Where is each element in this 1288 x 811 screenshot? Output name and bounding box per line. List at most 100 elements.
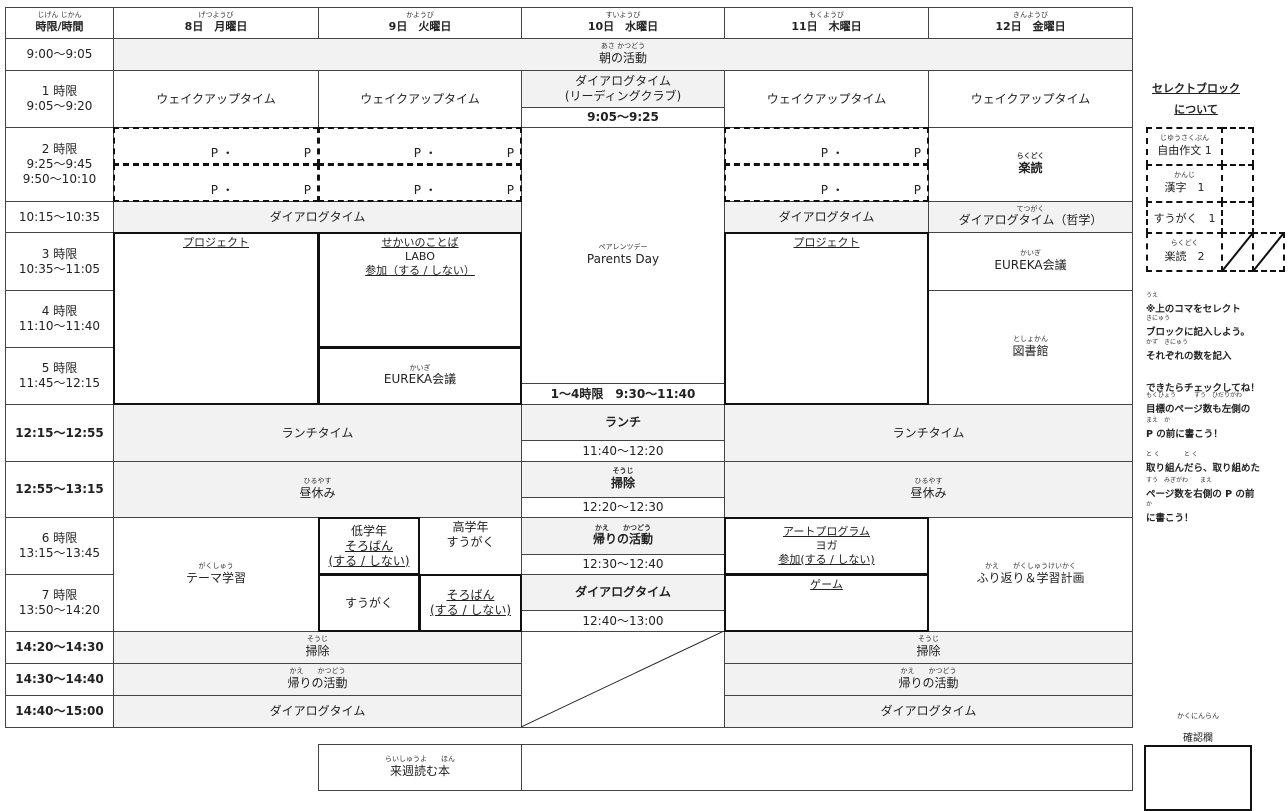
cell-text: 12日 金曜日 [995, 19, 1066, 33]
ruby-text: てつがく [1016, 204, 1045, 213]
ruby-text: じゆうさくぶん [1160, 133, 1209, 142]
cell-wed6: かえ かつどう帰りの活動 [521, 517, 725, 555]
cell-text: 13:50〜14:20 [18, 603, 101, 617]
select-check-box[interactable] [1221, 232, 1254, 272]
option-link[interactable]: プロジェクト [183, 236, 249, 249]
ruby-text: もくひょう すう ひだりがわ [1146, 392, 1243, 399]
cell-mon-proj: プロジェクト [113, 232, 319, 405]
select-item-label: 自由作文 1 [1157, 144, 1212, 158]
select-check-box[interactable] [1221, 127, 1254, 166]
cell-home-l: かえ かつどう帰りの活動 [113, 663, 522, 696]
cell-text: 9:50〜10:10 [22, 172, 97, 186]
cell-text: 図書館 [1012, 343, 1049, 358]
ruby-text: そうじ [918, 635, 939, 644]
ruby-text: きにゅう [1146, 315, 1171, 322]
cell-text: 2 時限 [41, 142, 78, 156]
confirm-label: かくにんらん 確認欄 [1144, 712, 1252, 743]
select-title-line1: セレクトブロック [1152, 82, 1240, 95]
option-link[interactable]: (する / しない) [429, 603, 512, 617]
cell-text: P ・ [210, 146, 234, 160]
cell-mon2a[interactable]: P ・P [113, 127, 319, 165]
cell-mon1: ウェイクアップタイム [113, 70, 319, 128]
cell-tue2b[interactable]: P ・P [318, 164, 522, 202]
option-link[interactable]: プロジェクト [793, 236, 860, 249]
cell-text: 4 時限 [41, 304, 78, 318]
note-line: きにゅうブロックに記入しよう。 [1146, 315, 1250, 338]
cell-text: EUREKA会議 [994, 257, 1067, 272]
cell-text: 5 時限 [41, 361, 78, 375]
note-line: すう みぎがわ まえページ数を右側の P の前 [1146, 477, 1254, 500]
cell-tue2a[interactable]: P ・P [318, 127, 522, 165]
cell-text: 3 時限 [41, 246, 78, 261]
cell-text: ランチ [604, 415, 641, 429]
confirm-box[interactable] [1144, 745, 1252, 811]
option-link[interactable]: そろばん [446, 588, 495, 602]
option-link[interactable]: (する / しない) [328, 553, 410, 568]
cell-text: P ・ [820, 183, 844, 197]
cell-wed1: ダイアログタイム(リーディングクラブ) [521, 70, 725, 108]
cell-thu2b[interactable]: P ・P [724, 164, 929, 202]
cell-text: ダイアログタイム [880, 704, 977, 718]
cell-mon2b[interactable]: P ・ P [113, 164, 319, 202]
cell-nextweek-val[interactable] [521, 744, 1133, 791]
cell-lunch-l: ランチタイム [113, 404, 522, 462]
cell-text: 帰りの活動 [898, 675, 959, 690]
cell-text: 低学年 [350, 523, 387, 538]
cell-text: 12:40〜13:00 [582, 613, 664, 628]
note-line: と く と く取り組んだら、取り組めた [1146, 451, 1260, 474]
cell-nextweek: らいしゅうよ ほん来週読む本 [318, 744, 522, 791]
cell-text: ダイアログタイム [575, 74, 671, 88]
cell-text: 1 時限 [41, 84, 78, 98]
cell-rest-l: ひるやす昼休み [113, 461, 522, 518]
ruby-text: ひるやす [303, 477, 332, 486]
cell-text: LABO [405, 249, 435, 263]
cell-text: ウェイクアップタイム [156, 91, 276, 106]
ruby-text: あさ かつどう [600, 42, 646, 51]
select-item: じゆうさくぶん自由作文 1 [1146, 127, 1223, 166]
note-text: それぞれの数を記入 [1146, 351, 1232, 362]
cell-text: 朝の活動 [598, 50, 647, 65]
cell-text: ふり返り＆学習計画 [976, 570, 1085, 585]
option-link[interactable]: 参加（する / しない） [365, 263, 475, 277]
cell-thu2a[interactable]: P ・P [724, 127, 929, 165]
select-check-box[interactable] [1221, 164, 1254, 203]
option-link[interactable]: 参加(する / しない) [778, 552, 875, 566]
ruby-text: かえ かつどう [289, 667, 346, 676]
ruby-text: かえ かつどう [900, 667, 957, 676]
note-text: に書こう！ [1146, 513, 1194, 524]
ruby-text: としょかん [1013, 335, 1048, 344]
cell-text: 7 時限 [41, 588, 78, 602]
option-link[interactable]: そろばん [344, 538, 393, 553]
ruby-text [1146, 372, 1260, 380]
cell-text: 14:30〜14:40 [15, 672, 104, 686]
cell-text: 掃除 [305, 643, 330, 658]
cell-text: P [303, 183, 311, 197]
cell-fri-dialog: てつがくダイアログタイム（哲学） [928, 201, 1133, 233]
cell-text: ランチタイム [281, 425, 354, 440]
option-link[interactable]: せかいのことば [381, 236, 459, 249]
ruby-text: きんようび [1013, 11, 1048, 20]
note-text: できたらチェックしてね！ [1146, 383, 1260, 394]
cell-text: P ・ [210, 183, 234, 197]
select-check-box[interactable] [1221, 201, 1254, 234]
cell-text: ダイアログタイム [778, 209, 875, 224]
option-link[interactable]: アートプログラム [782, 525, 870, 539]
ruby-text: かいぎ [409, 363, 431, 372]
option-link[interactable]: ゲーム [810, 578, 843, 591]
select-check-box[interactable] [1252, 232, 1285, 272]
ruby-text: ペアレンツデー [598, 243, 648, 252]
ruby-text: かんじ [1174, 170, 1195, 179]
cell-text: 高学年 [452, 520, 489, 534]
cell-h0: じげん じかん時限/時間 [5, 7, 114, 39]
cell-dlg-l: ダイアログタイム [113, 695, 522, 728]
cell-text: 12:55〜13:15 [15, 482, 104, 496]
